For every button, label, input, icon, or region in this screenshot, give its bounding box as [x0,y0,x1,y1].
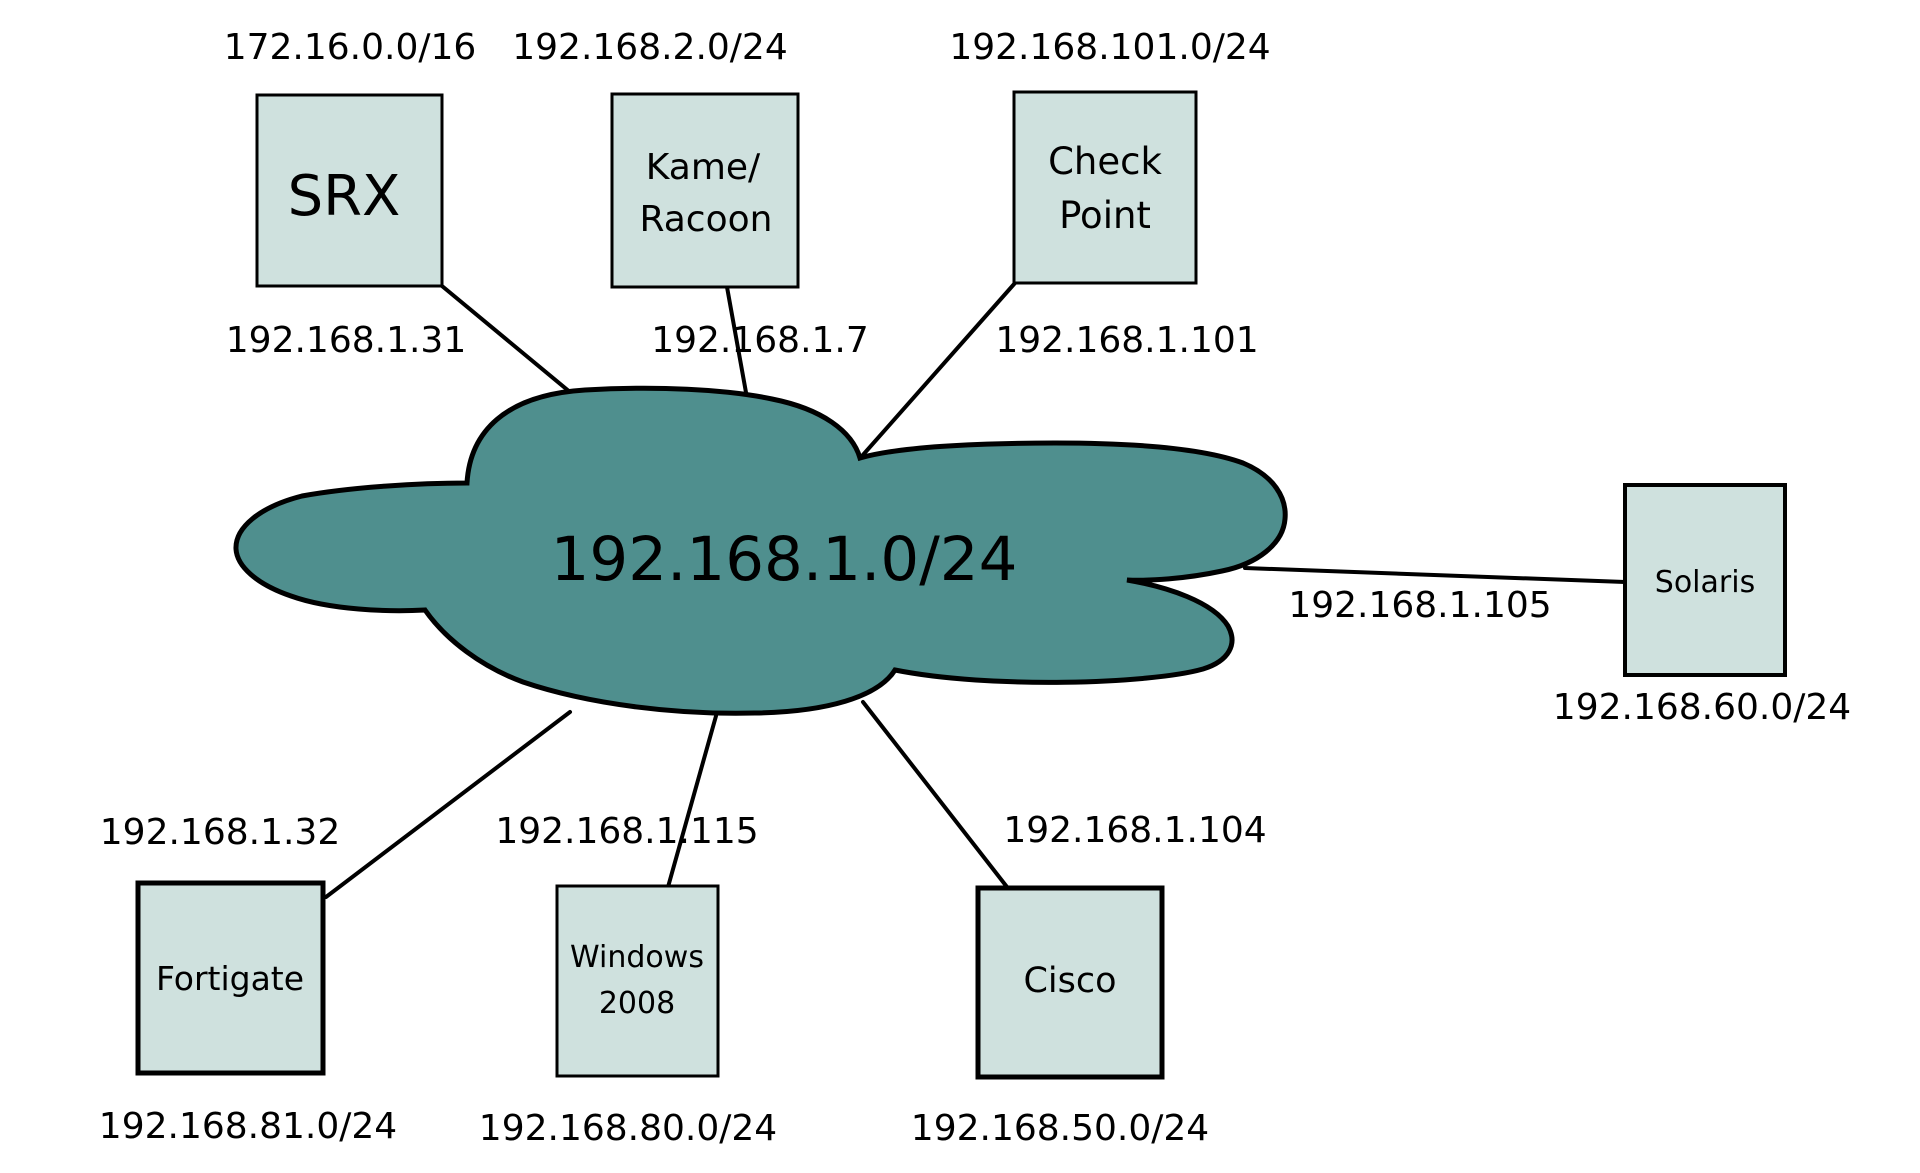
ip-label-check-point: 192.168.1.101 [995,320,1258,361]
node-label-kame-line2: Racoon [640,199,773,240]
link-windows-cloud [666,714,718,889]
network-label-srx: 172.16.0.0/16 [224,27,477,68]
node-label-solaris: Solaris [1655,565,1755,600]
node-box-check-point [1012,90,1198,285]
node-label-check-point-line1: Check [1048,140,1162,183]
network-label-windows-2008: 192.168.80.0/24 [479,1108,777,1149]
network-label-cisco: 192.168.50.0/24 [911,1108,1209,1149]
link-fortigate-cloud [324,710,572,899]
network-label-kame-racoon: 192.168.2.0/24 [512,27,788,68]
cloud-label: 192.168.1.0/24 [551,524,1018,595]
node-label-fortigate: Fortigate [156,959,304,998]
node-label-srx: SRX [288,164,401,229]
ip-label-windows-2008: 192.168.1.115 [495,811,758,852]
ip-label-solaris: 192.168.1.105 [1288,585,1551,626]
network-label-check-point: 192.168.101.0/24 [949,27,1270,68]
node-box-srx [255,93,444,288]
node-label-cisco: Cisco [1023,961,1116,1001]
links [324,281,1627,899]
node-box-fortigate [135,880,326,1076]
node-label-windows-line2: 2008 [599,986,675,1021]
link-cisco-cloud [861,700,1009,889]
node-label-kame-line1: Kame/ [646,147,761,188]
network-label-solaris: 192.168.60.0/24 [1553,687,1851,728]
network-label-fortigate: 192.168.81.0/24 [99,1106,397,1147]
node-box-windows-2008 [555,884,720,1078]
ip-label-fortigate: 192.168.1.32 [100,812,340,853]
node-box-kame-racoon [610,92,800,289]
ip-label-srx: 192.168.1.31 [226,320,466,361]
link-solaris-cloud [1243,566,1627,584]
cloud-shape [233,385,1288,716]
node-box-solaris [1623,483,1787,677]
link-kame-cloud [725,285,749,400]
node-label-windows-line1: Windows [570,940,704,975]
node-box-cisco [975,885,1165,1080]
link-checkpoint-cloud [860,281,1017,458]
ip-label-kame-racoon: 192.168.1.7 [651,320,869,361]
node-label-check-point-line2: Point [1059,194,1151,237]
ip-label-cisco: 192.168.1.104 [1003,810,1266,851]
link-srx-cloud [440,284,584,404]
